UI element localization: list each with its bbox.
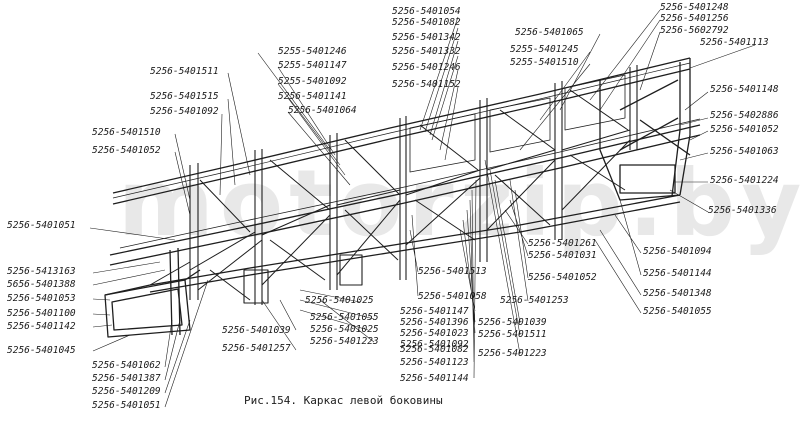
window-panels: [409, 74, 626, 173]
top-rail: [112, 57, 691, 205]
part-label: 5256-5401082: [400, 344, 469, 355]
part-label: 5256-5401051: [92, 400, 161, 411]
part-label: 5256-5401082: [392, 17, 461, 28]
part-label: 5256-5401092: [400, 339, 469, 350]
part-label: 5256-5401058: [418, 291, 487, 302]
part-label: 5256-5401055: [643, 306, 712, 317]
part-label: 5256-5401052: [92, 145, 161, 156]
part-label: 5656-5401388: [7, 279, 76, 290]
part-label: 5256-5401051: [7, 220, 76, 231]
part-label: 5255-5401510: [510, 57, 579, 68]
part-label: 5256-5401039: [222, 325, 291, 336]
part-label: 5256-5602792: [660, 25, 729, 36]
part-label: 5256-5401100: [7, 308, 76, 319]
part-label: 5256-5401113: [700, 37, 769, 48]
part-label: 5256-5402886: [710, 110, 779, 121]
part-label: 5256-5401261: [528, 238, 597, 249]
part-label: 5256-5401053: [7, 293, 76, 304]
part-label: 5255-5401092: [278, 76, 347, 87]
part-label: 5256-5401052: [710, 124, 779, 135]
part-label: 5256-5401141: [278, 91, 347, 102]
part-label: 5256-5401123: [400, 357, 469, 368]
truss-diagonals: [149, 89, 631, 301]
part-label: 5256-5401152: [392, 79, 461, 90]
part-label: 5256-5401209: [92, 386, 161, 397]
part-label: 5256-5401513: [418, 266, 487, 277]
vertical-posts: [189, 65, 638, 305]
part-label: 5256-5401031: [528, 250, 597, 261]
lower-rail: [149, 194, 681, 293]
part-label: 5256-5401348: [643, 288, 712, 299]
front-lower-box: [104, 247, 201, 338]
part-label: 5255-5401147: [278, 60, 347, 71]
part-label: 5256-5401224: [710, 175, 779, 186]
part-label: 5256-5401223: [310, 336, 379, 347]
part-label: 5256-5401511: [478, 329, 547, 340]
part-label: 5256-5401256: [660, 13, 729, 24]
part-label: 5256-5401025: [310, 324, 379, 335]
part-label: 5256-5401092: [150, 106, 219, 117]
part-label: 5256-5401336: [708, 205, 777, 216]
part-label: 5256-5401147: [400, 306, 469, 317]
part-label: 5256-5401246: [392, 62, 461, 73]
part-label: 5255-5401246: [278, 46, 347, 57]
leader-lines: [89, 9, 756, 408]
part-label: 5256-5401023: [400, 328, 469, 339]
part-label: 5256-5401396: [400, 317, 469, 328]
part-label: 5256-5401342: [392, 32, 461, 43]
part-label: 5256-5401253: [500, 295, 569, 306]
part-label: 5256-5401054: [392, 6, 461, 17]
part-label: 5256-5401144: [643, 268, 712, 279]
part-label: 5256-5401248: [660, 2, 729, 13]
part-label: 5256-5401025: [305, 295, 374, 306]
part-label: 5256-5401063: [710, 146, 779, 157]
part-label: 5256-5401515: [150, 91, 219, 102]
part-label: 5256-5401062: [92, 360, 161, 371]
part-label: 5256-5401094: [643, 246, 712, 257]
part-label: 5256-5401148: [710, 84, 779, 95]
part-label: 5256-5401257: [222, 343, 291, 354]
part-label: 5256-5401387: [92, 373, 161, 384]
part-label: 5256-5401144: [400, 373, 469, 384]
part-label: 5256-5401511: [150, 66, 219, 77]
part-label: 5256-5401039: [478, 317, 547, 328]
figure-caption: Рис.154. Каркас левой боковины: [244, 394, 443, 407]
part-label: 5256-5401045: [7, 345, 76, 356]
part-label: 5256-5401055: [310, 312, 379, 323]
part-label: 5256-5413163: [7, 266, 76, 277]
part-label: 5256-5401052: [528, 272, 597, 283]
part-label: 5256-5401223: [478, 348, 547, 359]
part-label: 5255-5401245: [510, 44, 579, 55]
part-label: 5256-5401332: [392, 46, 461, 57]
part-label: 5256-5401142: [7, 321, 76, 332]
part-label: 5256-5401064: [288, 105, 357, 116]
part-label: 5256-5401065: [515, 27, 584, 38]
part-label: 5256-5401510: [92, 127, 161, 138]
